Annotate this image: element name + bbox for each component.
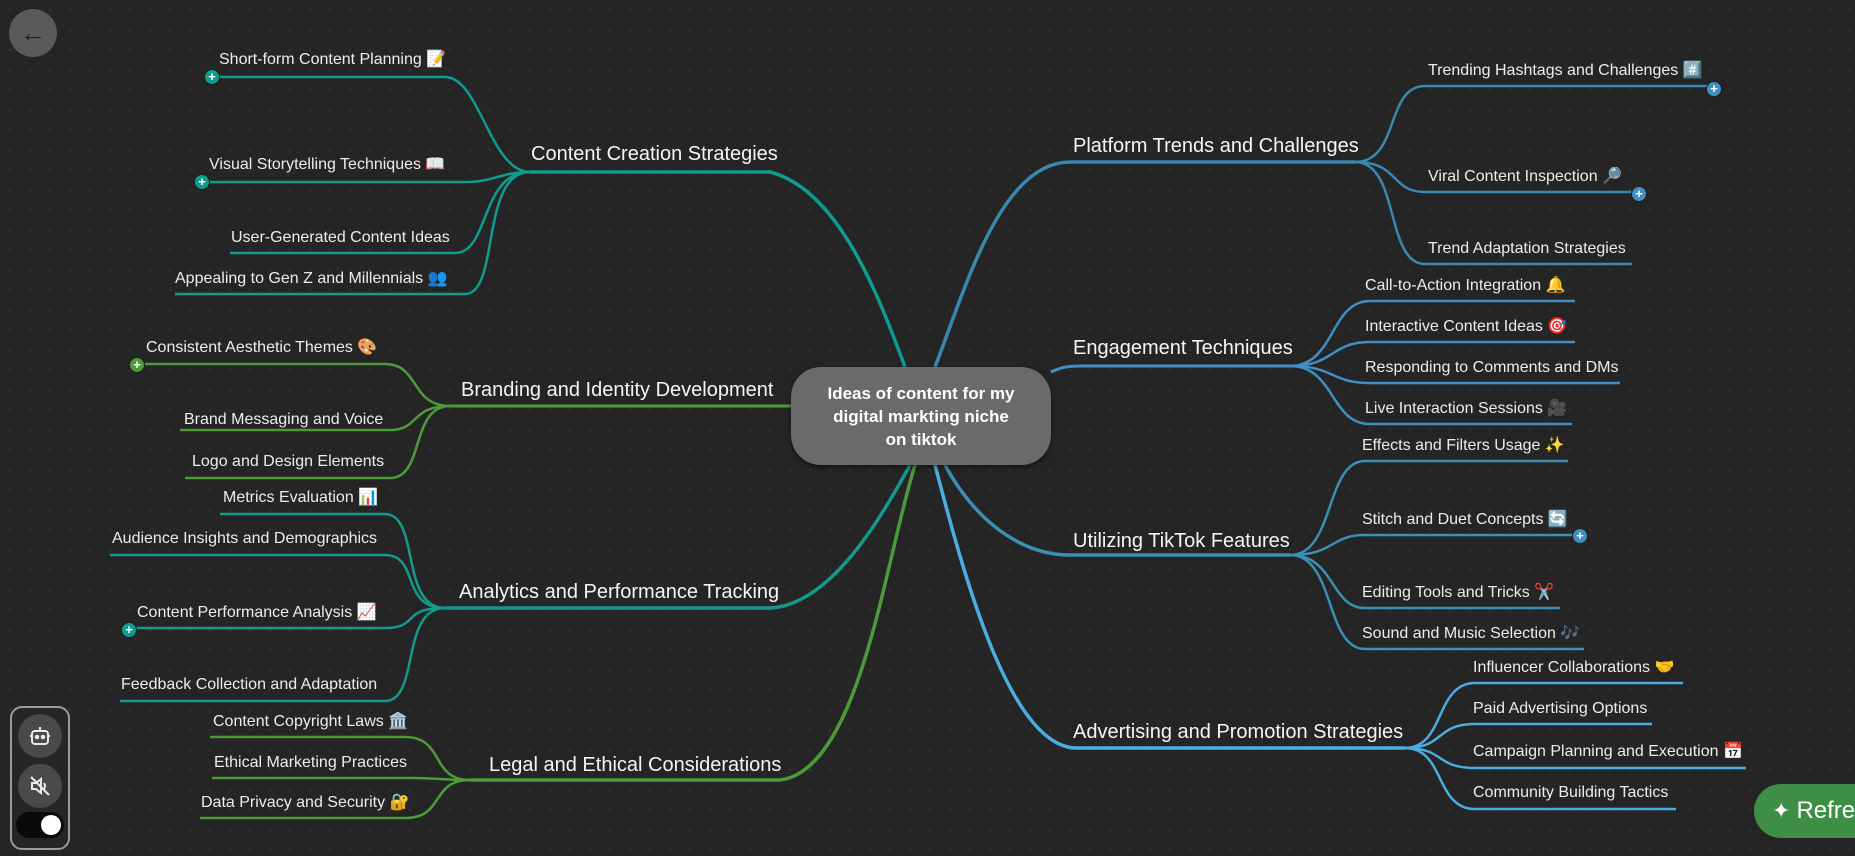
- robot-button[interactable]: [18, 714, 62, 758]
- edge-root-engagement: [1050, 364, 1290, 374]
- speaker-muted-icon: [30, 776, 50, 796]
- robot-icon: [30, 727, 50, 745]
- node-community-building[interactable]: Community Building Tactics: [1473, 784, 1669, 801]
- node-visual-storytelling[interactable]: Visual Storytelling Techniques 📖: [209, 156, 446, 173]
- node-interactive-content[interactable]: Interactive Content Ideas 🎯: [1365, 318, 1568, 335]
- node-legal[interactable]: Legal and Ethical Considerations: [489, 754, 782, 776]
- root-title-line2: digital markting niche: [833, 406, 1009, 426]
- expand-content-performance-button[interactable]: +: [121, 622, 137, 638]
- node-branding[interactable]: Branding and Identity Development: [461, 379, 774, 401]
- node-viral-inspection[interactable]: Viral Content Inspection 🔎: [1428, 168, 1622, 185]
- expand-stitch-duet-button[interactable]: +: [1572, 528, 1588, 544]
- node-metrics-evaluation[interactable]: Metrics Evaluation 📊: [223, 489, 379, 506]
- root-title-line1: Ideas of content for my: [827, 383, 1015, 403]
- edge-root-content: [530, 170, 907, 368]
- arrow-left-icon: ←: [20, 18, 46, 48]
- node-gen-z-millennials[interactable]: Appealing to Gen Z and Millennials 👥: [175, 270, 448, 287]
- node-live-sessions[interactable]: Live Interaction Sessions 🎥: [1365, 400, 1568, 417]
- node-logo-design[interactable]: Logo and Design Elements: [192, 453, 385, 470]
- node-stitch-duet[interactable]: Stitch and Duet Concepts 🔄: [1362, 511, 1568, 528]
- expand-visual-storytelling-button[interactable]: +: [194, 174, 210, 190]
- node-responding-comments[interactable]: Responding to Comments and DMs: [1365, 359, 1619, 376]
- node-trend-adaptation[interactable]: Trend Adaptation Strategies: [1428, 240, 1626, 257]
- root-title-line3: on tiktok: [885, 429, 957, 449]
- node-cta-integration[interactable]: Call-to-Action Integration 🔔: [1365, 277, 1566, 294]
- node-advertising[interactable]: Advertising and Promotion Strategies: [1073, 721, 1404, 743]
- tool-panel: [10, 706, 70, 850]
- node-paid-advertising[interactable]: Paid Advertising Options: [1473, 700, 1648, 717]
- node-brand-messaging[interactable]: Brand Messaging and Voice: [184, 411, 384, 428]
- node-ethical-marketing[interactable]: Ethical Marketing Practices: [214, 754, 407, 771]
- edge-root-advertising: [933, 464, 1405, 750]
- edge-root-analytics: [445, 464, 912, 610]
- mute-button[interactable]: [18, 764, 62, 808]
- node-ugc-ideas[interactable]: User-Generated Content Ideas: [231, 229, 450, 246]
- node-platform-trends[interactable]: Platform Trends and Challenges: [1073, 135, 1359, 157]
- node-effects-filters[interactable]: Effects and Filters Usage ✨: [1362, 437, 1565, 454]
- refresh-label: Refre: [1796, 797, 1855, 824]
- node-engagement[interactable]: Engagement Techniques: [1073, 337, 1293, 359]
- edge-root-features: [943, 464, 1290, 557]
- edge-root-legal: [470, 464, 917, 782]
- node-aesthetic-themes[interactable]: Consistent Aesthetic Themes 🎨: [146, 339, 378, 356]
- root-node[interactable]: Ideas of content for my digital markting…: [791, 367, 1051, 465]
- node-feedback-collection[interactable]: Feedback Collection and Adaptation: [121, 676, 378, 693]
- node-audience-insights[interactable]: Audience Insights and Demographics: [112, 530, 378, 547]
- node-editing-tools[interactable]: Editing Tools and Tricks ✂️: [1362, 584, 1555, 601]
- edge-root-platform: [933, 160, 1355, 368]
- node-copyright-laws[interactable]: Content Copyright Laws 🏛️: [213, 713, 409, 730]
- node-trending-hashtags[interactable]: Trending Hashtags and Challenges #️⃣: [1428, 62, 1703, 79]
- node-data-privacy[interactable]: Data Privacy and Security 🔐: [201, 794, 410, 811]
- toggle-knob: [41, 815, 61, 835]
- node-campaign-planning[interactable]: Campaign Planning and Execution 📅: [1473, 743, 1743, 760]
- expand-trending-hashtags-button[interactable]: +: [1706, 81, 1722, 97]
- expand-short-form-button[interactable]: +: [204, 69, 220, 85]
- node-short-form-planning[interactable]: Short-form Content Planning 📝: [219, 51, 447, 68]
- back-button[interactable]: ←: [9, 9, 57, 57]
- node-analytics[interactable]: Analytics and Performance Tracking: [459, 581, 780, 603]
- refresh-button[interactable]: ✦Refre: [1754, 784, 1855, 838]
- sparkle-icon: ✦: [1772, 798, 1791, 823]
- node-influencer-collab[interactable]: Influencer Collaborations 🤝: [1473, 659, 1675, 676]
- expand-viral-inspection-button[interactable]: +: [1631, 186, 1647, 202]
- node-tiktok-features[interactable]: Utilizing TikTok Features: [1073, 530, 1290, 552]
- node-content-creation[interactable]: Content Creation Strategies: [531, 143, 778, 165]
- node-sound-music[interactable]: Sound and Music Selection 🎶: [1362, 625, 1581, 642]
- expand-aesthetic-themes-button[interactable]: +: [129, 357, 145, 373]
- theme-toggle[interactable]: [16, 812, 64, 838]
- node-content-performance[interactable]: Content Performance Analysis 📈: [137, 604, 377, 621]
